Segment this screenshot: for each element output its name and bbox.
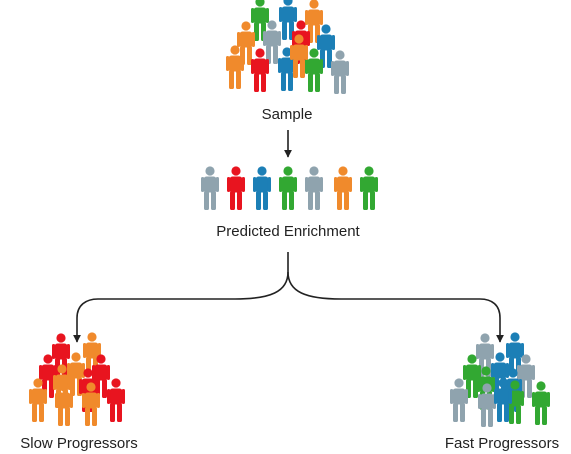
fast-progressor-person-icon (450, 378, 468, 422)
fast-progressors-label: Fast Progressors (444, 435, 560, 452)
enrichment-person-icon (227, 166, 245, 210)
enrichment-person-icon (201, 166, 219, 210)
enrichment-person-icon (253, 166, 271, 210)
enrichment-person-icon (305, 166, 323, 210)
slow-progressors-group (29, 332, 125, 426)
slow-progressors-label: Slow Progressors (20, 435, 138, 452)
enrichment-person-icon (360, 166, 378, 210)
sample-group (226, 0, 349, 94)
arrow-to-fast-progressors (287, 271, 504, 343)
predicted-enrichment-group (201, 166, 378, 210)
sample-person-icon (331, 50, 349, 94)
enrichment-person-icon (279, 166, 297, 210)
fast-progressors-group (450, 332, 550, 427)
slow-progressor-person-icon (107, 378, 125, 422)
fast-progressor-person-icon (532, 381, 550, 425)
enrichment-person-icon (334, 166, 352, 210)
arrow-to-slow-progressors (73, 271, 289, 343)
predicted-enrichment-label: Predicted Enrichment (216, 223, 360, 240)
sample-label: Sample (261, 106, 313, 123)
